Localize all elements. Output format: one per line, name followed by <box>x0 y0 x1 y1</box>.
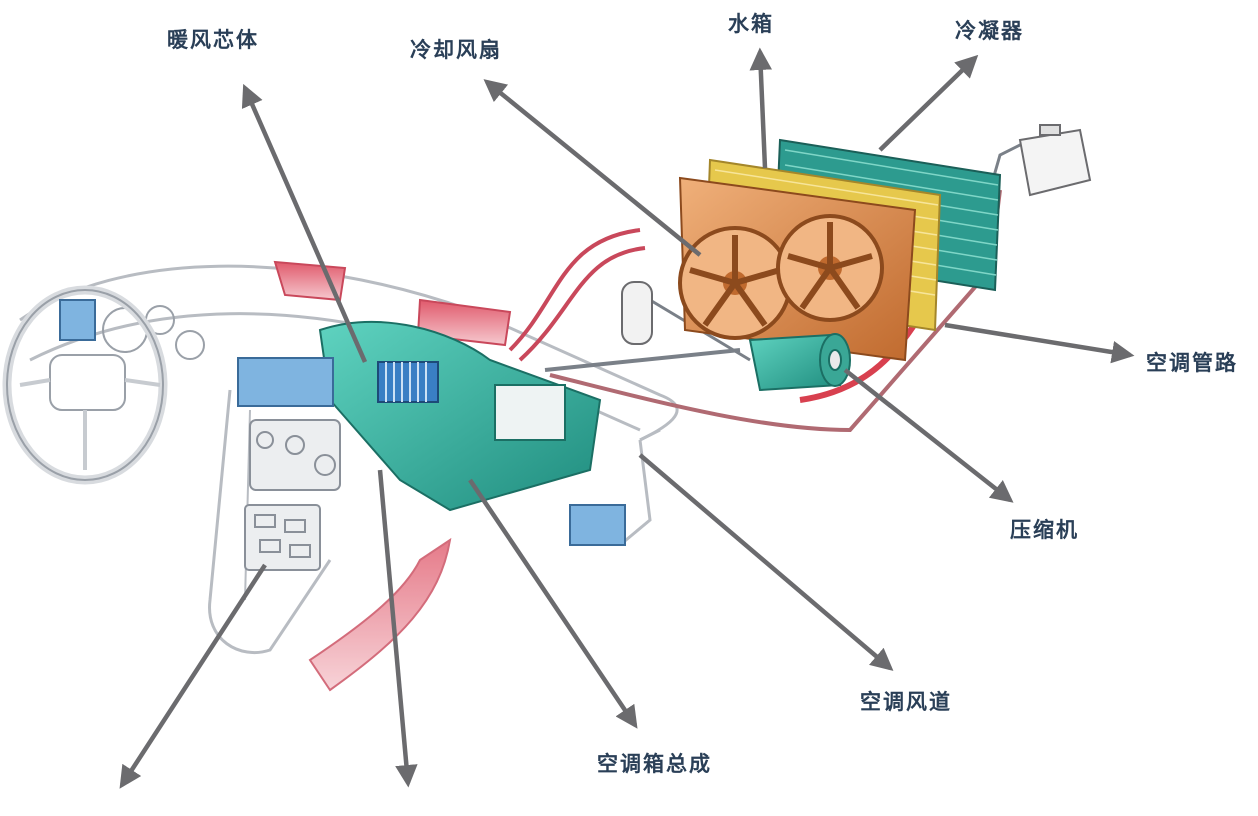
arrow-hvac-box <box>468 478 638 729</box>
center-console <box>244 419 341 571</box>
heater-core <box>377 361 439 403</box>
arrow-heater-core <box>241 83 368 363</box>
fan-left <box>678 226 792 340</box>
arrow-cooling-fan <box>483 79 702 257</box>
arrow-radiator <box>749 47 773 169</box>
arrow-ac-duct <box>638 453 894 671</box>
label-ac-pipes: 空调管路 <box>1146 351 1238 375</box>
fan-right <box>776 214 884 322</box>
cooling-fan-assembly <box>678 176 917 362</box>
arrow-ac-pipes <box>944 322 1135 364</box>
arrow-lower-vertical <box>377 469 418 788</box>
callout-arrows <box>119 47 1135 789</box>
arrow-compressor <box>843 368 1014 503</box>
label-heater-core: 暖风芯体 <box>167 28 259 52</box>
receiver-drier <box>621 281 653 345</box>
coolant-reservoir <box>1018 124 1092 197</box>
label-condenser: 冷凝器 <box>955 19 1024 43</box>
label-hvac-box: 空调箱总成 <box>597 752 712 776</box>
compressor <box>748 333 851 392</box>
label-radiator: 水箱 <box>728 12 774 36</box>
label-ac-duct: 空调风道 <box>860 690 952 714</box>
arrow-lower-left <box>119 563 267 789</box>
steering-wheel <box>2 285 168 485</box>
arrow-condenser <box>878 54 979 152</box>
label-cooling-fan: 冷却风扇 <box>410 38 502 62</box>
label-compressor: 压缩机 <box>1010 518 1079 542</box>
